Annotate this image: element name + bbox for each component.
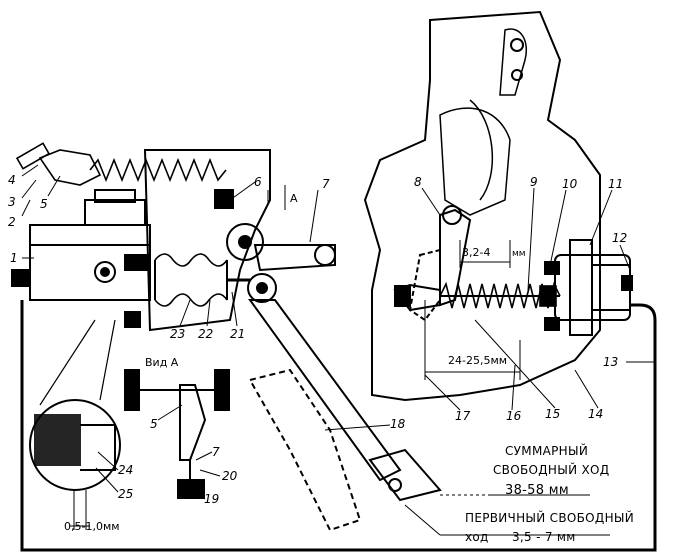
rod-length-dimension: 24-25,5мм xyxy=(448,354,507,367)
callout-8: 8 xyxy=(414,175,422,189)
view-a-label: Вид А xyxy=(145,356,179,369)
callout-25: 25 xyxy=(118,487,133,501)
callout-7: 7 xyxy=(322,177,330,191)
callout-1: 1 xyxy=(10,251,18,265)
annotations: Вид А 3,2-4 мм 24-25,5мм 0,5-1,0мм СУММА… xyxy=(64,246,634,544)
callout-labels: 1 4 3 2 5 6 7 A 8 9 10 11 12 13 14 15 16… xyxy=(8,173,627,506)
callout-16: 16 xyxy=(506,409,522,423)
callout-11: 11 xyxy=(608,177,623,191)
callout-3: 3 xyxy=(8,195,16,209)
view-a-detail xyxy=(124,369,230,499)
callout-17: 17 xyxy=(455,409,471,423)
callout-19: 19 xyxy=(204,492,219,506)
return-spring xyxy=(15,142,227,186)
release-fork xyxy=(393,205,472,322)
view-a-callout-5: 5 xyxy=(150,417,158,431)
primary-free-play-value: 3,5 - 7 мм xyxy=(512,530,576,544)
primary-free-play-prefix: ход xyxy=(465,530,489,544)
callout-20: 20 xyxy=(222,469,238,483)
callout-24: 24 xyxy=(118,463,133,477)
enlarged-detail xyxy=(29,319,121,491)
view-a-marker: A xyxy=(290,192,298,205)
callout-22: 22 xyxy=(198,327,213,341)
slave-cylinder xyxy=(544,239,633,336)
clutch-pedal xyxy=(247,244,442,532)
callout-10: 10 xyxy=(562,177,578,191)
callout-2: 2 xyxy=(8,215,16,229)
primary-free-play-line1: ПЕРВИЧНЫЙ СВОБОДНЫЙ xyxy=(465,510,634,525)
clearance-dimension: 0,5-1,0мм xyxy=(64,520,120,533)
callout-9: 9 xyxy=(530,175,538,189)
callout-15: 15 xyxy=(545,407,560,421)
callout-5: 5 xyxy=(40,197,48,211)
gap-dimension: 3,2-4 xyxy=(462,246,490,259)
callout-4: 4 xyxy=(8,173,16,187)
callout-18: 18 xyxy=(390,417,406,431)
gap-dimension-unit: мм xyxy=(512,249,526,259)
callout-23: 23 xyxy=(170,327,185,341)
callout-14: 14 xyxy=(588,407,603,421)
total-free-play-line2: СВОБОДНЫЙ ХОД xyxy=(493,462,609,477)
callout-12: 12 xyxy=(612,231,627,245)
callout-13: 13 xyxy=(603,355,618,369)
hydraulic-line xyxy=(20,300,657,552)
release-spring xyxy=(439,281,561,309)
leader-lines xyxy=(21,164,655,500)
callout-6: 6 xyxy=(254,175,262,189)
pedal-bracket xyxy=(143,149,271,332)
total-free-play-value: 38-58 мм xyxy=(505,483,569,498)
total-free-play-line1: СУММАРНЫЙ xyxy=(505,443,588,458)
dimension-lines xyxy=(70,185,610,536)
clutch-housing xyxy=(363,10,601,402)
callout-21: 21 xyxy=(230,327,245,341)
view-a-callout-7: 7 xyxy=(212,445,220,459)
master-cylinder xyxy=(11,189,151,328)
